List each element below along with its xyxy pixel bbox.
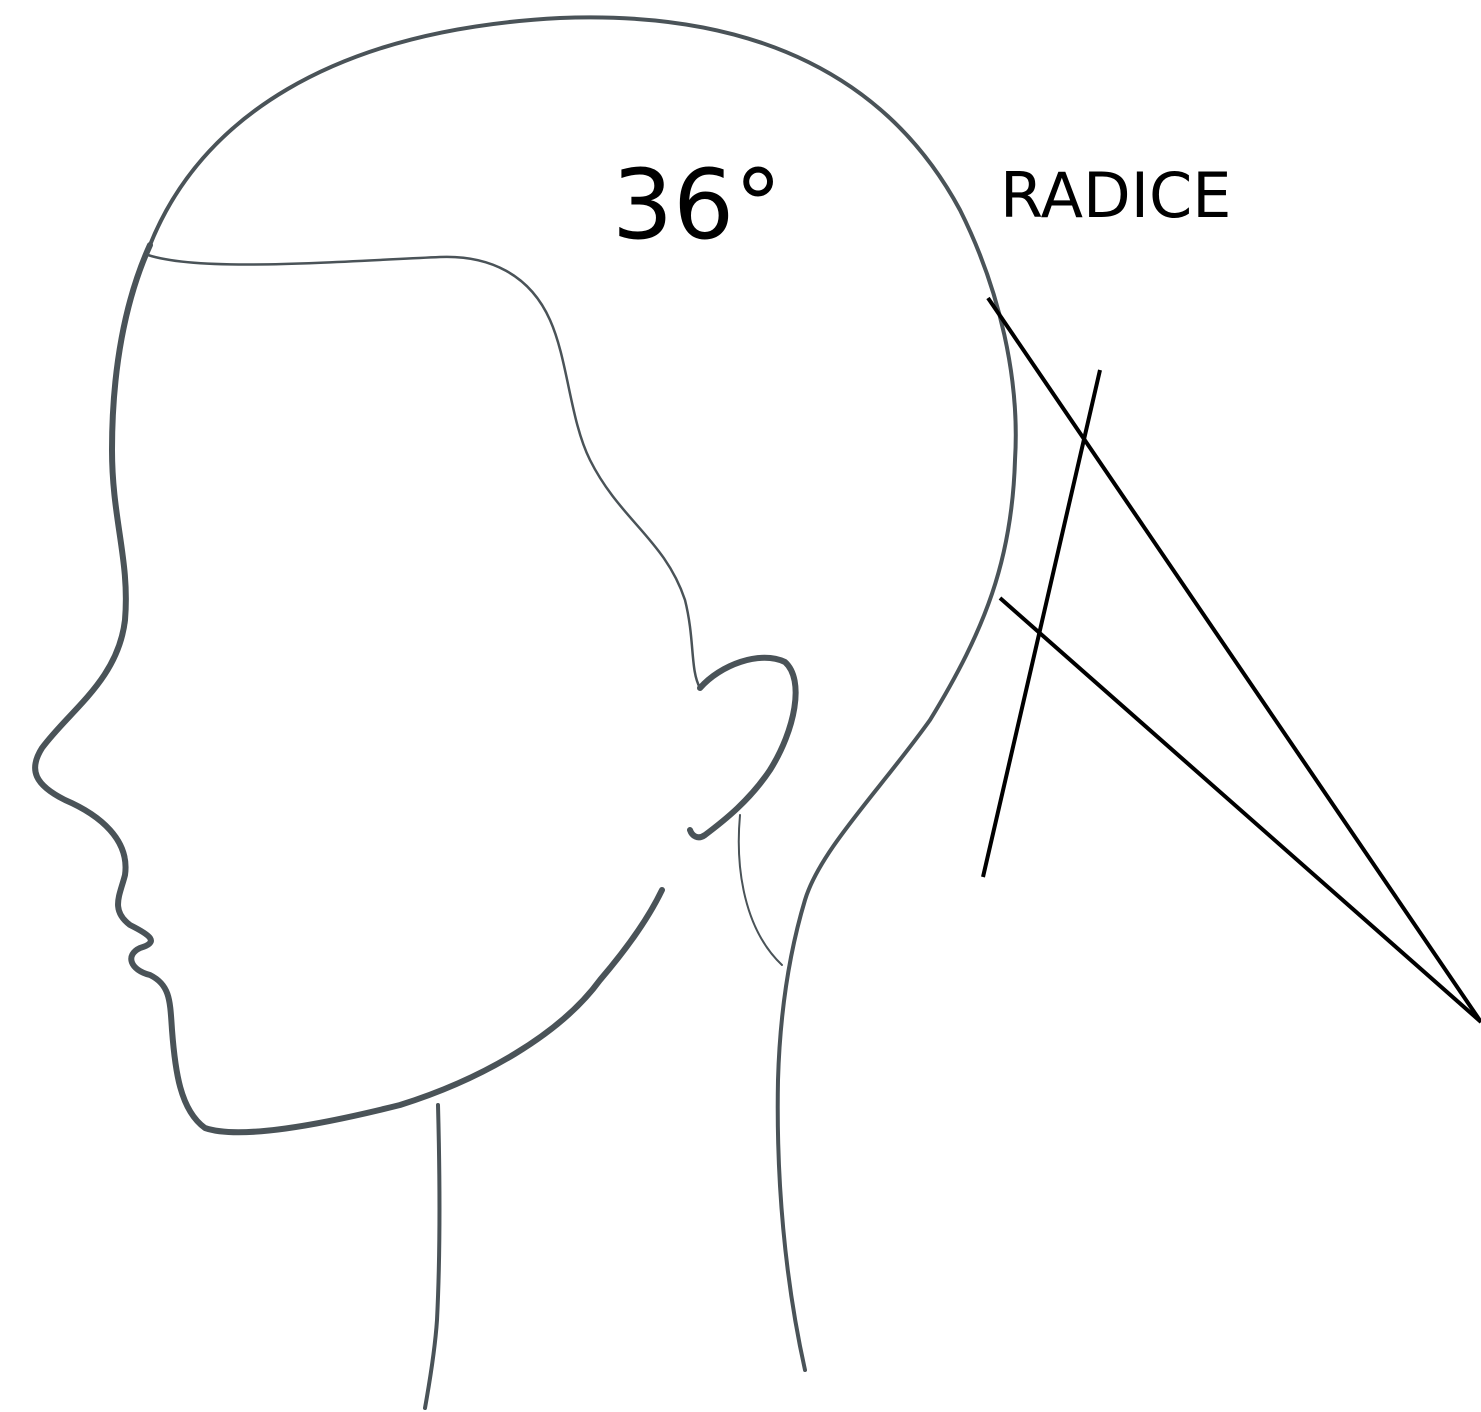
front-neck-outline (425, 1105, 439, 1408)
section-line (983, 370, 1100, 877)
angle-label: 36° (612, 149, 782, 261)
lower-elevation-line (1000, 598, 1481, 1022)
jaw-behind-ear-outline (739, 815, 782, 965)
ear-outline (690, 658, 796, 838)
head-back-outline (150, 17, 1016, 1370)
upper-elevation-line (988, 298, 1481, 1022)
hairline-outline (148, 255, 700, 688)
root-label: RADICE (1000, 159, 1231, 232)
